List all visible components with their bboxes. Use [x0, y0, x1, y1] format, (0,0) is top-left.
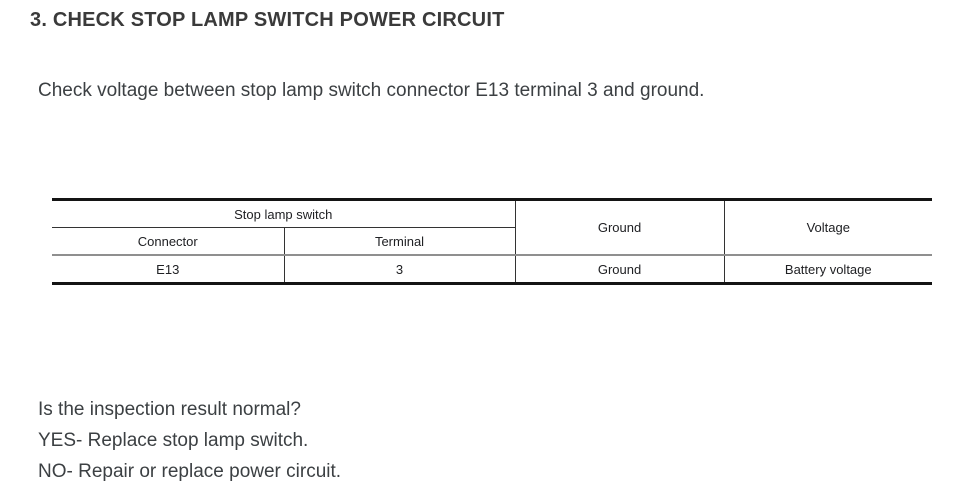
header-stop-lamp-switch: Stop lamp switch	[52, 199, 516, 228]
header-ground: Ground	[514, 199, 725, 255]
no-instruction: NO- Repair or replace power circuit.	[38, 461, 342, 482]
table-header-row-1: Stop lamp switch Ground Voltage	[52, 199, 933, 255]
header-connector: Connector	[137, 233, 198, 249]
cell-ground-value: Ground	[514, 254, 725, 284]
header-voltage: Voltage	[723, 199, 933, 255]
header-terminal: Terminal	[283, 227, 516, 255]
table-row: E13 3 Ground Battery voltage	[52, 254, 933, 284]
cell-voltage-value: Battery voltage	[723, 254, 933, 284]
cell-connector-value: E13	[52, 254, 284, 284]
cell-terminal-value: 3	[283, 254, 516, 284]
section-title: 3. CHECK STOP LAMP SWITCH POWER CIRCUIT	[30, 9, 505, 31]
instruction-text: Check voltage between stop lamp switch c…	[38, 80, 705, 101]
inspection-question: Is the inspection result normal?	[38, 399, 301, 420]
voltage-spec-table: Stop lamp switch Ground Voltage Connecto…	[52, 198, 933, 285]
inspection-result-block: Is the inspection result normal? YES- Re…	[38, 394, 341, 487]
table-header-row-2: Connector Terminal	[52, 227, 932, 255]
yes-instruction: YES- Replace stop lamp switch.	[38, 430, 309, 451]
